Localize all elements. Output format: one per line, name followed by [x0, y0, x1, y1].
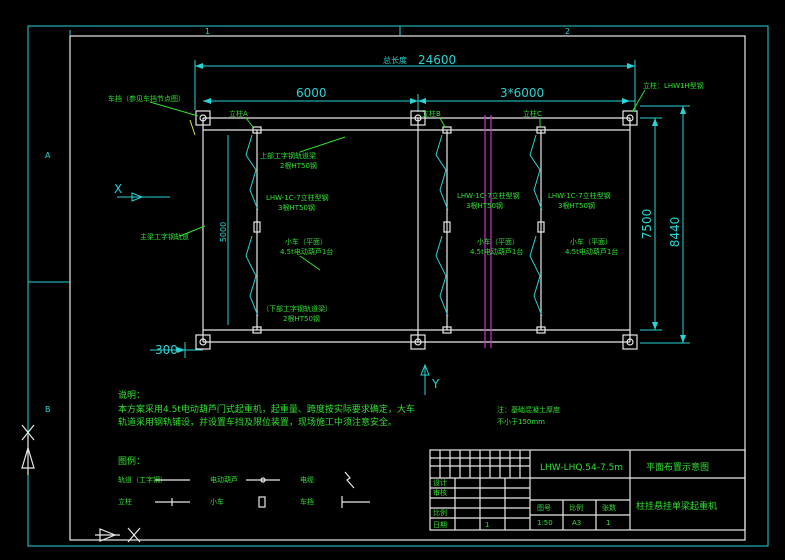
legend-item-stop: 车挡	[300, 496, 370, 508]
label-node-a: LHW-1C-7立柱型钢	[266, 193, 329, 202]
note-right-2: 不小于150mm	[497, 417, 545, 426]
border-markers: 1 2 A B	[45, 27, 570, 414]
dim-height-outer: 8440	[668, 217, 682, 248]
svg-text:轨道（工字钢）: 轨道（工字钢）	[118, 475, 167, 484]
dim-total-value: 24600	[418, 53, 456, 67]
title-block: LHW-LHQ.54-7.5m 平面布置示意图 柱挂悬挂单梁起重机 设计 审核 …	[429, 449, 746, 531]
label-small-car-c: 小车（平面）	[570, 237, 612, 246]
label-top-beam: 上部工字钢轨道梁	[260, 151, 316, 160]
notes-line-2: 轨道采用钢轨铺设，并设置车挡及限位装置，现场施工中须注意安全。	[118, 416, 397, 428]
column-base-br	[622, 334, 638, 350]
notes-line-1: 本方案采用4.5t电动葫芦门式起重机，起重量、跨度按实际要求确定，大车	[118, 403, 415, 415]
axis-y-label: Y	[431, 377, 440, 391]
column-bases	[195, 110, 638, 350]
label-left-rail: 主梁工字钢轨道	[140, 232, 189, 241]
dim-height-inner: 7500	[640, 209, 654, 240]
label-node-b-sub: 3根HT50钢	[466, 201, 503, 210]
column-base-bl	[195, 334, 211, 350]
axis-x-label: X	[114, 182, 122, 196]
centerline-pair	[484, 115, 492, 348]
label-small-car-b: 小车（平面）	[477, 237, 519, 246]
title-drawing-no: LHW-LHQ.54-7.5m	[540, 463, 623, 473]
label-corner-note: 立柱：LHW1H型钢	[643, 81, 704, 90]
legend-title: 图例：	[118, 455, 145, 467]
legend-item-line: 轨道（工字钢）	[118, 475, 190, 484]
title-cell-4: 1	[485, 521, 489, 529]
label-node-c: LHW-1C-7立柱型钢	[548, 191, 611, 200]
title-col-2: 比例	[569, 503, 583, 512]
dim-vertical: 7500 8440	[640, 105, 690, 344]
border-row-b: B	[45, 405, 51, 414]
title-row-3: 比例	[433, 508, 447, 517]
legend-item-post: 立柱	[118, 497, 190, 506]
left-arrow-symbol	[21, 424, 141, 543]
title-row-2: 审核	[433, 488, 447, 497]
label-small-car-a-sub: 4.5t电动葫芦1台	[280, 247, 333, 256]
column-base-tl	[195, 110, 211, 126]
label-small-car-b-sub: 4.5t电动葫芦1台	[470, 247, 523, 256]
label-col-b: 立柱B	[422, 109, 441, 118]
svg-text:立柱: 立柱	[118, 497, 132, 506]
legend: 图例： 轨道（工字钢） 电动葫芦 电缆 立柱 小车 车挡	[118, 455, 370, 508]
title-cell-1: 1:50	[537, 519, 553, 527]
title-col-1: 图号	[537, 504, 551, 512]
dim-total: 总长度 24600	[194, 53, 636, 110]
svg-text:车挡: 车挡	[300, 497, 314, 506]
label-col-a: 立柱A	[229, 109, 248, 118]
svg-text:电缆: 电缆	[300, 475, 314, 484]
dim-bay-left: 6000	[296, 86, 327, 100]
label-node-c-sub: 3根HT50钢	[558, 201, 595, 210]
beam-posts	[252, 126, 546, 334]
title-cell-3: 1	[606, 519, 610, 527]
title-row-4: 日期	[433, 521, 447, 529]
notes-block: 说明： 本方案采用4.5t电动葫芦门式起重机，起重量、跨度按实际要求确定，大车 …	[118, 389, 560, 428]
title-cell-2: A3	[572, 519, 581, 527]
dim-left-offset: 300	[150, 342, 203, 358]
svg-text:小车: 小车	[210, 497, 224, 506]
annotations: 车挡（参见车挡节点图） 立柱：LHW1H型钢 立柱A 立柱B 立柱C 上部工字钢…	[108, 81, 704, 323]
column-base-bm	[410, 334, 426, 350]
label-node-b: LHW-1C-7立柱型钢	[457, 191, 520, 200]
border-row-a: A	[45, 151, 51, 160]
axis-y-marker: Y	[420, 363, 440, 395]
legend-item-hoist: 电动葫芦	[210, 475, 280, 484]
dim-col-width-value: 5000	[219, 222, 228, 242]
border-col-1: 1	[205, 27, 210, 36]
drawing-frame	[27, 25, 769, 547]
title-row-1: 设计	[433, 478, 447, 487]
label-rail-top: 车挡（参见车挡节点图）	[108, 94, 185, 103]
dim-bays: 6000 3*6000	[203, 86, 635, 112]
column-base-tr	[622, 110, 638, 126]
column-base-tm	[410, 110, 426, 126]
cable-lines	[245, 134, 543, 317]
svg-text:电动葫芦: 电动葫芦	[210, 475, 238, 484]
structure-grid	[189, 117, 631, 343]
title-main: 平面布置示意图	[646, 461, 709, 473]
dim-left-offset-value: 300	[155, 343, 178, 357]
dim-bay-right: 3*6000	[500, 86, 544, 100]
dim-total-prefix: 总长度	[383, 55, 407, 65]
title-project: 柱挂悬挂单梁起重机	[636, 500, 717, 512]
label-top-beam-sub: 2根HT50钢	[280, 161, 317, 170]
label-node-a-sub: 3根HT50钢	[278, 203, 315, 212]
label-col-c: 立柱C	[523, 109, 542, 118]
title-col-3: 张数	[602, 503, 616, 512]
label-small-car-a: 小车（平面）	[285, 237, 327, 246]
label-small-car-c-sub: 4.5t电动葫芦1台	[565, 247, 618, 256]
axis-x-marker: X	[114, 182, 170, 202]
label-bottom-beam-sub: 2根HT50钢	[283, 314, 320, 323]
legend-item-zigzag: 电缆	[300, 471, 355, 489]
label-bottom-beam: （下部工字钢轨道梁）	[262, 304, 332, 313]
border-col-2: 2	[565, 27, 570, 36]
legend-item-car: 小车	[210, 496, 266, 508]
dim-col-width: 5000	[219, 135, 229, 325]
note-right-1: 注：基础混凝土厚度	[497, 405, 560, 414]
notes-title: 说明：	[118, 389, 145, 401]
